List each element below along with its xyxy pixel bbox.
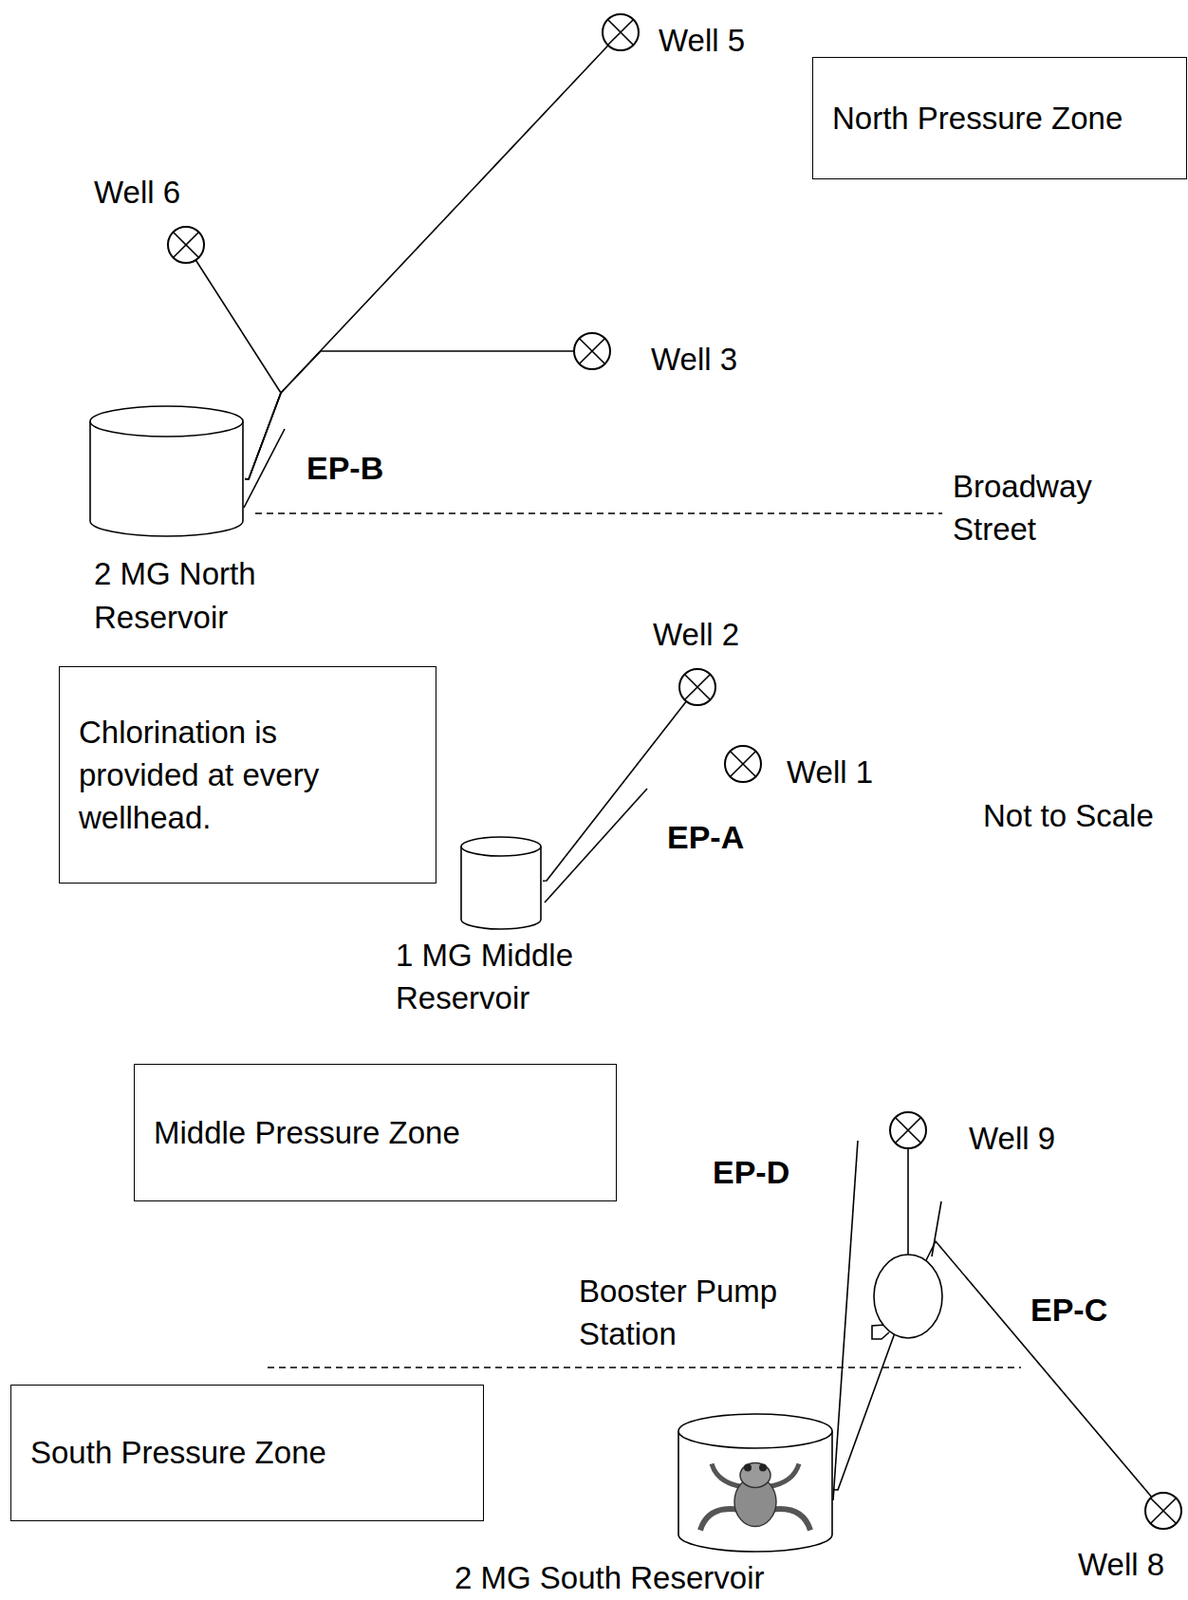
well-symbol — [166, 224, 206, 265]
reservoir-label: 2 MG North Reservoir — [93, 552, 298, 640]
frog-head — [740, 1463, 771, 1488]
well-label: Well 9 — [968, 1120, 1056, 1157]
frog-leg — [711, 1464, 743, 1487]
well-symbol — [723, 743, 763, 784]
pipe-connector — [542, 701, 687, 881]
well-label: Well 2 — [652, 616, 740, 653]
well-cross — [608, 19, 634, 46]
well-node: Well 6 — [93, 174, 206, 265]
well-cross — [730, 751, 757, 778]
well-symbol — [888, 1110, 929, 1151]
well-cross — [173, 232, 200, 259]
well-label: Well 1 — [786, 754, 873, 791]
pipe-connector — [907, 1148, 910, 1255]
well-cross — [730, 751, 757, 778]
frog-eye — [743, 1464, 752, 1472]
well-cross — [173, 232, 200, 259]
well-cross — [895, 1117, 922, 1144]
well-symbol — [1143, 1490, 1184, 1531]
frog-leg — [768, 1464, 799, 1487]
reservoir-top — [90, 406, 243, 437]
well-node: Well 8 — [1077, 1490, 1184, 1583]
reservoir-top — [461, 836, 541, 856]
reservoir-node: 2 MG South Reservoir — [454, 1411, 835, 1597]
entry-point-line — [931, 1201, 942, 1257]
well-cross — [608, 19, 634, 46]
well-circle — [724, 745, 762, 782]
well-cross — [895, 1117, 922, 1144]
entry-point-label: EP-A — [667, 818, 744, 855]
pipe-connector — [244, 45, 609, 480]
note-label: Broadway Street — [952, 464, 1119, 551]
reservoir-body — [461, 846, 541, 929]
reservoir-label: 2 MG South Reservoir — [454, 1559, 764, 1597]
well-circle — [574, 333, 611, 370]
frog-leg — [772, 1508, 811, 1531]
well-circle — [602, 14, 639, 51]
well-node: Well 5 — [600, 12, 746, 59]
reservoir-node: 1 MG Middle Reservoir — [395, 835, 600, 1020]
well-symbol — [572, 331, 613, 372]
pump-symbol — [864, 1250, 948, 1344]
reservoir-body — [90, 421, 243, 537]
street-line — [255, 512, 943, 514]
well-label: Well 6 — [93, 174, 181, 211]
well-symbol — [677, 667, 718, 707]
zone-box: Middle Pressure Zone — [133, 1063, 617, 1202]
well-label: Well 8 — [1077, 1546, 1165, 1583]
frog-eye — [759, 1464, 767, 1472]
well-node: Well 1 — [723, 743, 874, 791]
well-symbol — [600, 12, 641, 53]
well-cross — [685, 674, 711, 701]
pump-body — [873, 1254, 943, 1338]
well-node: Well 2 — [652, 616, 741, 707]
zone-label: South Pressure Zone — [30, 1434, 327, 1471]
well-cross — [1150, 1498, 1177, 1524]
entry-point-line — [243, 428, 285, 508]
well-cross — [579, 338, 606, 365]
frog-picture — [700, 1463, 811, 1531]
well-circle — [679, 668, 716, 706]
pump-label: Booster Pump Station — [578, 1269, 807, 1356]
reservoir-top — [678, 1413, 833, 1448]
pipe-connector — [244, 351, 575, 480]
entry-point-label: EP-C — [1030, 1291, 1108, 1328]
well-node: Well 9 — [888, 1110, 1057, 1157]
entry-point-label: EP-D — [712, 1153, 790, 1190]
well-cross — [685, 674, 711, 701]
well-circle — [1145, 1492, 1182, 1529]
zone-box: Chlorination is provided at every wellhe… — [58, 666, 437, 884]
well-cross — [1150, 1498, 1177, 1524]
well-label: Well 5 — [658, 22, 745, 59]
well-node: Well 3 — [572, 331, 739, 378]
pipe-connector — [834, 1334, 894, 1490]
zone-label: North Pressure Zone — [832, 100, 1123, 137]
note-label: Not to Scale — [983, 798, 1154, 835]
well-circle — [167, 226, 205, 263]
well-label: Well 3 — [650, 341, 738, 378]
zone-label: Middle Pressure Zone — [153, 1114, 461, 1151]
reservoir-node: 2 MG North Reservoir — [88, 404, 298, 640]
reservoir-label: 1 MG Middle Reservoir — [395, 933, 600, 1020]
pipe-connector — [926, 1241, 1152, 1498]
well-cross — [579, 338, 606, 365]
reservoir-body — [678, 1430, 833, 1552]
zone-box: North Pressure Zone — [812, 56, 1188, 180]
zone-boundary-line — [267, 1366, 1021, 1368]
reservoir-symbol — [676, 1411, 835, 1554]
frog-leg — [700, 1508, 739, 1531]
pump-node: Booster Pump Station — [578, 1250, 948, 1356]
entry-point-label: EP-B — [306, 449, 384, 486]
zone-label: Chlorination is provided at every wellhe… — [78, 710, 373, 839]
well-circle — [890, 1112, 927, 1149]
entry-point-line — [544, 788, 648, 903]
zone-box: South Pressure Zone — [10, 1384, 484, 1522]
reservoir-symbol — [459, 835, 543, 931]
reservoir-symbol — [88, 404, 245, 539]
